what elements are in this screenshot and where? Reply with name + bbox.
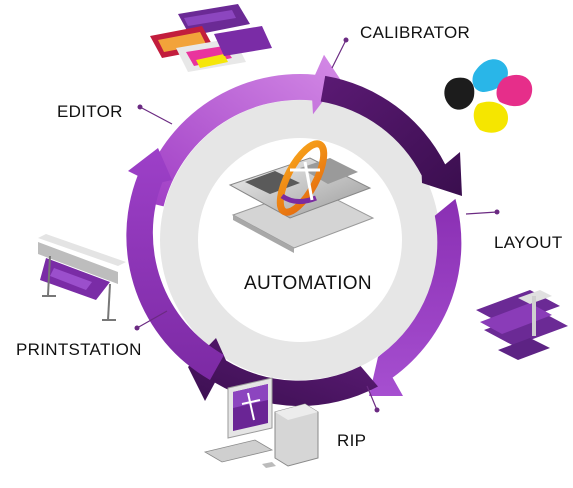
image-editor-sheets-icon <box>150 4 272 72</box>
step-label-layout: LAYOUT <box>494 233 563 252</box>
cycle-arrow-printstation <box>126 148 224 380</box>
center-label-automation: AUTOMATION <box>244 273 372 294</box>
leader-rip <box>366 385 380 413</box>
desktop-computer-icon <box>203 377 319 468</box>
step-label-calibrator: CALIBRATOR <box>360 23 471 42</box>
leader-calibrator <box>331 37 349 69</box>
leader-printstation <box>134 310 168 331</box>
cycle-arrow-calibrator <box>320 75 462 196</box>
step-label-printstation: PRINTSTATION <box>16 340 142 359</box>
cycle-arrow-editor <box>138 54 340 207</box>
leader-layout <box>465 209 500 215</box>
layered-sheets-with-ring-icon <box>228 140 375 253</box>
step-label-editor: EDITOR <box>57 102 123 121</box>
layout-sheets-icon <box>476 290 568 360</box>
cycle-arrow-layout <box>369 198 462 396</box>
cmyk-ink-drops-icon <box>444 59 533 133</box>
leader-editor <box>137 104 173 125</box>
wide-format-printer-icon <box>38 234 126 321</box>
step-label-rip: RIP <box>337 431 367 450</box>
